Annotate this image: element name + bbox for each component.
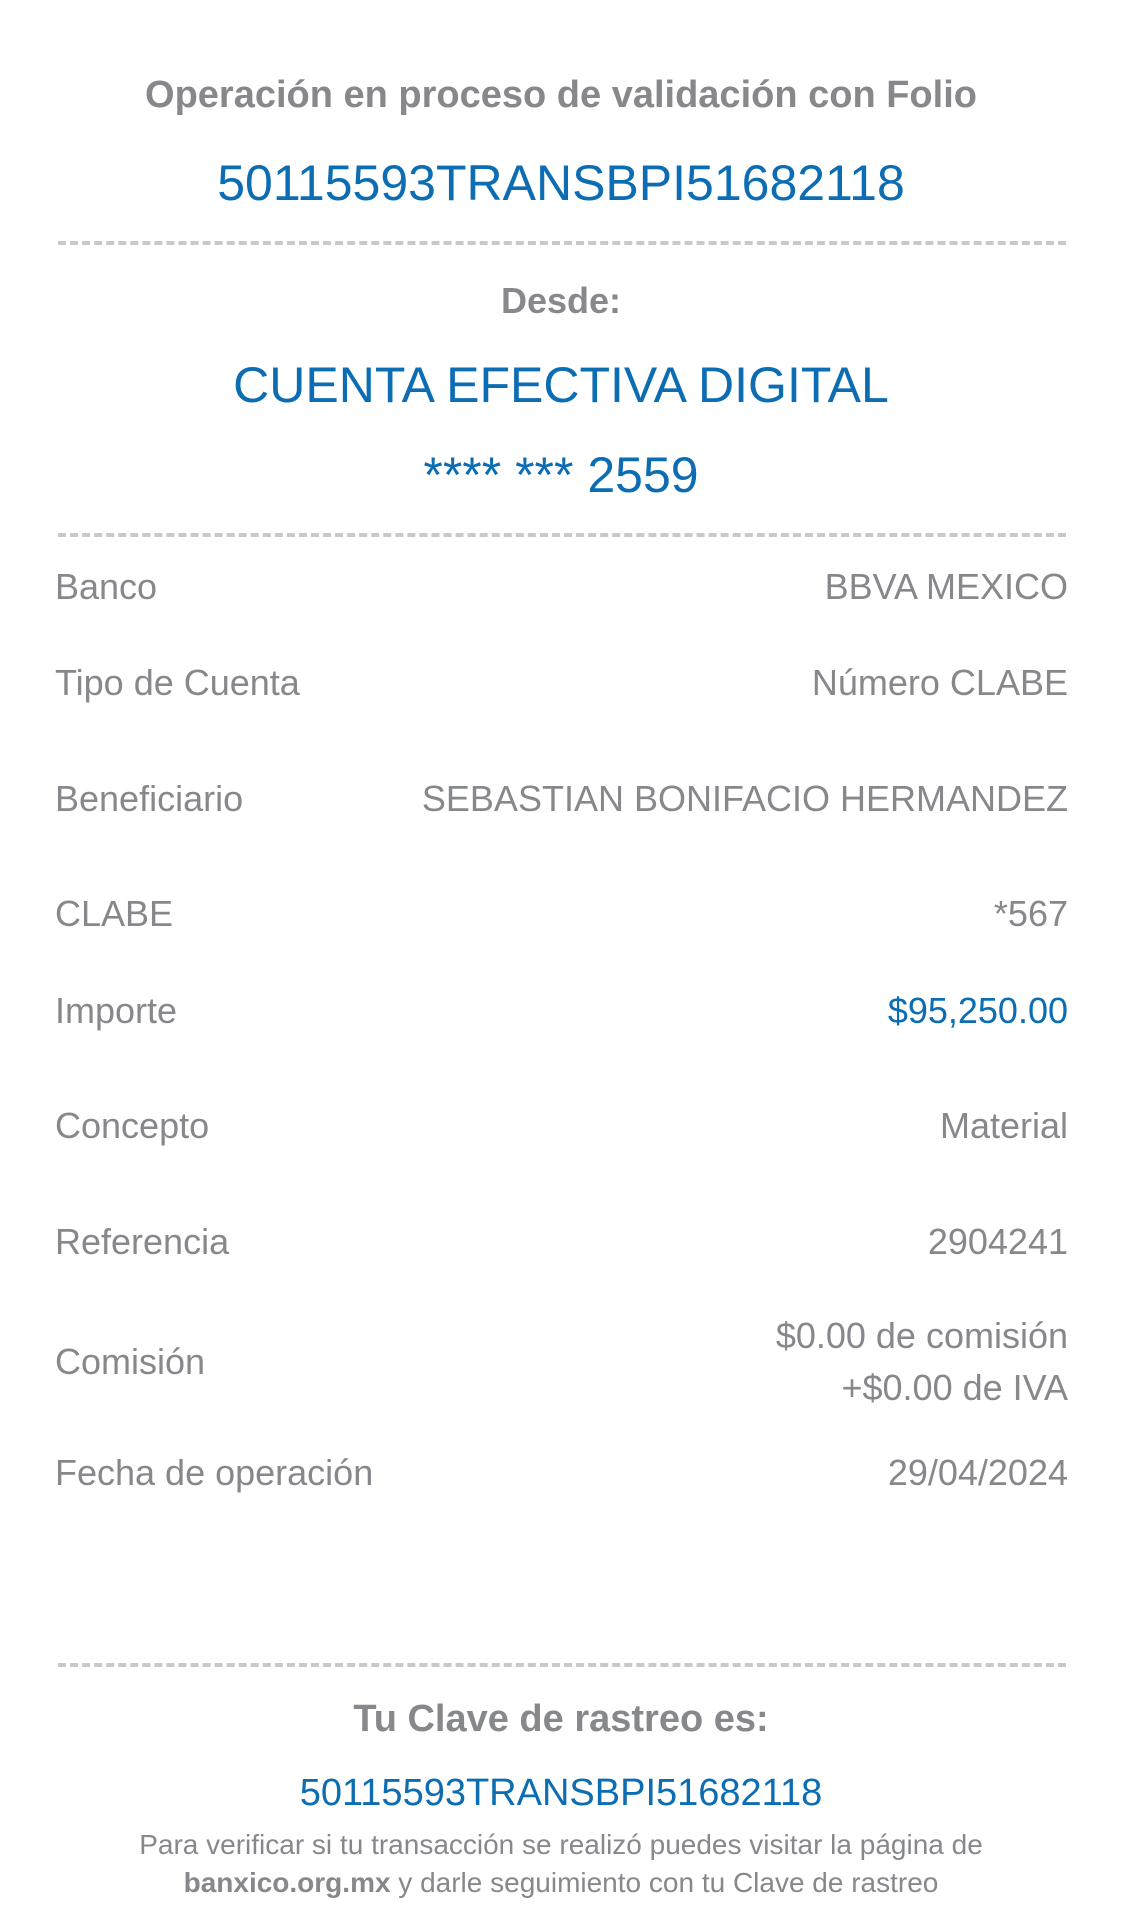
detail-value: BBVA MEXICO — [824, 566, 1068, 607]
note-text: y darle seguimiento con tu Clave de rast… — [390, 1867, 939, 1898]
detail-label: Referencia — [55, 1221, 230, 1262]
detail-row-bank: Banco BBVA MEXICO — [55, 566, 1068, 608]
detail-row-account-type: Tipo de Cuenta Número CLABE — [55, 662, 1068, 704]
detail-row-beneficiary: Beneficiario SEBASTIAN BONIFACIO HERMANDE… — [55, 778, 1068, 820]
iva-value: +$0.00 de IVA — [841, 1367, 1068, 1408]
divider — [58, 1663, 1066, 1667]
detail-value: Número CLABE — [811, 662, 1068, 703]
source-account-number: **** *** 2559 — [423, 447, 699, 503]
note-line: Para verificar si tu transacción se real… — [139, 1829, 983, 1860]
detail-label: Importe — [55, 990, 178, 1031]
from-label: Desde: — [500, 280, 622, 321]
detail-value: 29/04/2024 — [887, 1452, 1068, 1493]
detail-label: Comisión — [55, 1341, 206, 1382]
detail-value: $0.00 de comisión +$0.00 de IVA — [776, 1310, 1068, 1414]
detail-value: 2904241 — [927, 1221, 1068, 1262]
detail-label: Beneficiario — [55, 778, 244, 819]
detail-label: Banco — [55, 566, 158, 607]
banxico-link[interactable]: banxico.org.mx — [183, 1867, 391, 1898]
detail-row-commission: Comisión $0.00 de comisión +$0.00 de IVA — [55, 1310, 1068, 1414]
detail-row-reference: Referencia 2904241 — [55, 1221, 1068, 1263]
detail-row-clabe: CLABE *567 — [55, 893, 1068, 935]
detail-value: *567 — [993, 893, 1068, 934]
detail-label: Fecha de operación — [55, 1452, 374, 1493]
detail-value: SEBASTIAN BONIFACIO HERMANDEZ — [421, 778, 1068, 819]
detail-label: Tipo de Cuenta — [55, 662, 300, 703]
tracking-key-label: Tu Clave de rastreo es: — [353, 1698, 769, 1740]
note-line: banxico.org.mx y darle seguimiento con t… — [0, 1864, 1122, 1902]
detail-label: Concepto — [55, 1105, 210, 1146]
divider — [58, 241, 1066, 245]
detail-row-concept: Concepto Material — [55, 1105, 1068, 1147]
folio-number: 50115593TRANSBPI51682118 — [217, 155, 905, 211]
operation-status-title: Operación en proceso de validación con F… — [145, 74, 977, 116]
detail-value: Material — [939, 1105, 1068, 1146]
verification-note: Para verificar si tu transacción se real… — [0, 1826, 1122, 1902]
tracking-key: 50115593TRANSBPI51682118 — [299, 1772, 823, 1814]
source-account-name: CUENTA EFECTIVA DIGITAL — [233, 357, 889, 413]
commission-value: $0.00 de comisión — [775, 1315, 1068, 1356]
amount-value: $95,250.00 — [887, 990, 1068, 1031]
detail-label: CLABE — [55, 893, 174, 934]
detail-row-amount: Importe $95,250.00 — [55, 990, 1068, 1032]
detail-row-date: Fecha de operación 29/04/2024 — [55, 1452, 1068, 1494]
divider — [58, 533, 1066, 537]
